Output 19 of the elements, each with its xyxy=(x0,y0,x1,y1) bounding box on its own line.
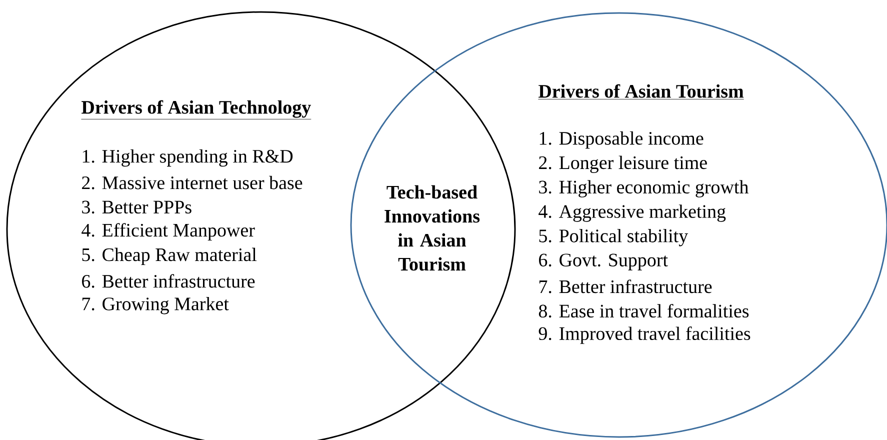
list-item: 9. Improved travel facilities xyxy=(538,326,750,344)
list-item: 7. Better infrastructure xyxy=(539,280,712,294)
list-item: 7. Growing Market xyxy=(82,296,229,314)
list-item: 6. Better infrastructure xyxy=(82,274,255,288)
list-item: 1. Disposable income xyxy=(540,131,704,149)
list-item: 1. Higher spending in R&D xyxy=(82,149,293,167)
list-item: 8. Ease in travel formalities xyxy=(538,304,749,318)
list-item: 3. Better PPPs xyxy=(82,200,192,214)
list-item: 3. Higher economic growth xyxy=(539,180,748,198)
list-item: 4. Efficient Manpower xyxy=(82,223,255,240)
list-item: 4. Aggressive marketing xyxy=(538,204,726,222)
list-item: 5. Cheap Raw material xyxy=(82,248,257,266)
heading: Drivers of Asian Technology xyxy=(81,100,312,120)
list-item: 5. Political stability xyxy=(539,228,688,246)
heading: Drivers of Asian Tourism xyxy=(538,84,744,100)
list-item: 2. Longer leisure time xyxy=(539,156,707,174)
overlap-label: Tech-based Innovations in Asian Tourism xyxy=(384,185,480,271)
list-item: 6. Govt. Support xyxy=(539,254,668,270)
list-item: 2. Massive internet user base xyxy=(82,176,302,190)
